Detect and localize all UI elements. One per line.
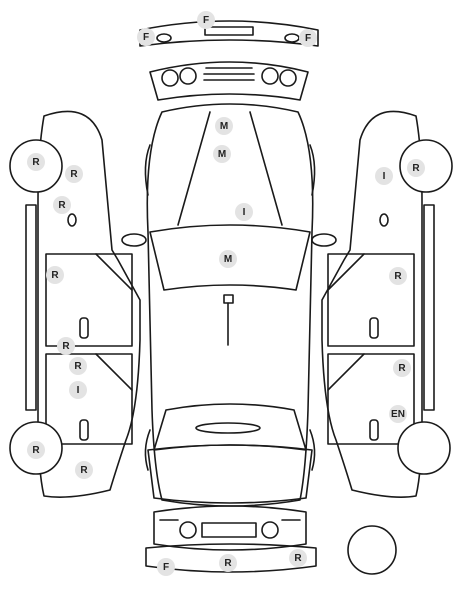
damage-marker-circle: [389, 267, 407, 285]
damage-marker-1: F: [137, 28, 155, 46]
damage-marker-16: R: [407, 159, 425, 177]
damage-marker-2: F: [299, 29, 317, 47]
damage-marker-code: M: [220, 121, 228, 132]
damage-marker-23: R: [289, 549, 307, 567]
right-rear-wheel: [397, 421, 451, 475]
damage-marker-code: F: [305, 33, 311, 44]
damage-marker-5: I: [235, 203, 253, 221]
rear-bumper: [145, 543, 317, 573]
damage-marker-circle: [69, 381, 87, 399]
damage-marker-8: R: [65, 165, 83, 183]
damage-marker-circle: [57, 337, 75, 355]
right-front-wheel: [399, 139, 453, 193]
damage-marker-code: R: [412, 163, 420, 174]
damage-marker-circle: [407, 159, 425, 177]
damage-marker-code: R: [58, 200, 66, 211]
damage-marker-code: F: [143, 32, 149, 43]
damage-marker-code: I: [383, 171, 386, 182]
damage-marker-code: F: [163, 562, 169, 573]
damage-marker-18: R: [389, 267, 407, 285]
damage-marker-code: R: [32, 445, 40, 456]
damage-marker-code: R: [80, 465, 88, 476]
damage-marker-circle: [137, 28, 155, 46]
damage-marker-circle: [27, 441, 45, 459]
damage-marker-code: R: [32, 157, 40, 168]
right-side: [321, 110, 435, 498]
car-body-top: [121, 103, 337, 507]
damage-marker-circle: [299, 29, 317, 47]
front-bumper-top: [139, 20, 319, 47]
damage-marker-20: EN: [389, 405, 407, 423]
left-side: [25, 110, 141, 498]
front-grille: [149, 61, 309, 101]
damage-marker-circle: [197, 11, 215, 29]
damage-marker-circle: [75, 461, 93, 479]
damage-marker-circle: [65, 165, 83, 183]
damage-marker-code: EN: [391, 409, 405, 420]
damage-marker-14: R: [27, 441, 45, 459]
damage-marker-11: R: [57, 337, 75, 355]
damage-marker-code: R: [51, 270, 59, 281]
damage-marker-code: M: [224, 254, 232, 265]
damage-marker-code: R: [74, 361, 82, 372]
damage-marker-15: R: [75, 461, 93, 479]
rear-panel: [153, 505, 307, 551]
damage-marker-9: R: [53, 196, 71, 214]
damage-marker-circle: [215, 117, 233, 135]
damage-marker-code: R: [62, 341, 70, 352]
damage-marker-circle: [213, 145, 231, 163]
damage-marker-6: M: [219, 250, 237, 268]
damage-marker-code: F: [203, 15, 209, 26]
damage-marker-code: R: [398, 363, 406, 374]
damage-marker-code: R: [224, 558, 232, 569]
damage-marker-circle: [157, 558, 175, 576]
damage-marker-code: I: [243, 207, 246, 218]
damage-marker-circle: [53, 196, 71, 214]
damage-marker-7: R: [27, 153, 45, 171]
damage-marker-circle: [219, 250, 237, 268]
damage-marker-circle: [46, 266, 64, 284]
damage-marker-19: R: [393, 359, 411, 377]
damage-marker-22: R: [219, 554, 237, 572]
damage-marker-circle: [289, 549, 307, 567]
damage-marker-circle: [235, 203, 253, 221]
damage-marker-code: R: [294, 553, 302, 564]
damage-marker-10: R: [46, 266, 64, 284]
damage-marker-circle: [27, 153, 45, 171]
damage-marker-4: M: [213, 145, 231, 163]
damage-marker-17: I: [375, 167, 393, 185]
damage-marker-code: M: [218, 149, 226, 160]
damage-marker-code: R: [70, 169, 78, 180]
damage-marker-0: F: [197, 11, 215, 29]
damage-marker-circle: [219, 554, 237, 572]
damage-marker-3: M: [215, 117, 233, 135]
damage-marker-21: F: [157, 558, 175, 576]
damage-marker-circle: [69, 357, 87, 375]
spare-wheel: [347, 525, 397, 575]
damage-marker-circle: [389, 405, 407, 423]
damage-marker-code: R: [394, 271, 402, 282]
damage-marker-circle: [393, 359, 411, 377]
damage-marker-13: I: [69, 381, 87, 399]
damage-marker-circle: [375, 167, 393, 185]
damage-marker-12: R: [69, 357, 87, 375]
damage-marker-code: I: [77, 385, 80, 396]
